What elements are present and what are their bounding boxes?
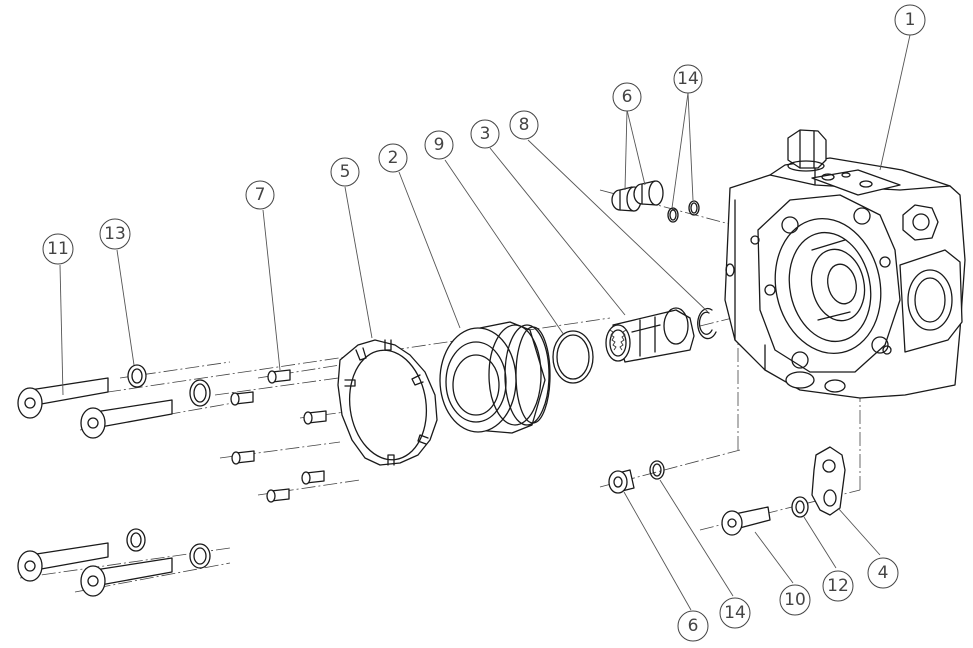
callout-label: 7 [255, 185, 266, 205]
shim-plate [337, 339, 438, 466]
o-ring-top-pair [667, 200, 700, 223]
o-ring-bottom [649, 460, 665, 480]
callout-label: 14 [724, 603, 746, 623]
callout-2: 2 [378, 143, 408, 173]
leader-lines [59, 34, 911, 611]
callout-4: 4 [867, 557, 899, 589]
callout-label: 11 [47, 239, 69, 259]
small-screw [231, 450, 255, 465]
callout-label: 13 [104, 224, 126, 244]
small-screw [301, 470, 325, 485]
callout-label: 9 [434, 135, 445, 155]
small-screw [267, 369, 291, 384]
callout-label: 4 [878, 563, 889, 583]
callout-label: 10 [784, 590, 806, 610]
callout-13: 13 [99, 218, 131, 250]
callout-8: 8 [509, 110, 539, 140]
callout-3: 3 [470, 119, 500, 149]
callout-14-bottom: 14 [719, 597, 751, 629]
callout-6-bottom: 6 [677, 610, 709, 642]
pump-housing [724, 129, 966, 399]
callout-14-top: 14 [673, 64, 703, 94]
callout-label: 6 [688, 616, 699, 636]
cap-screw-short [721, 506, 771, 536]
callout-10: 10 [779, 584, 811, 616]
circlip [697, 307, 717, 340]
callout-label: 5 [340, 162, 351, 182]
callout-1: 1 [894, 4, 926, 36]
cap-screw [80, 399, 173, 439]
callout-label: 6 [622, 87, 633, 107]
callout-12: 12 [822, 570, 854, 602]
cap-screw [80, 557, 173, 597]
callout-label: 12 [827, 576, 849, 596]
washer-small [791, 496, 809, 518]
plug-bottom [608, 469, 635, 494]
seal-ring [552, 330, 594, 384]
callout-label: 2 [388, 148, 399, 168]
callout-7: 7 [245, 180, 275, 210]
cap-screw [17, 377, 109, 419]
callout-11: 11 [42, 233, 74, 265]
callout-6-top: 6 [612, 82, 642, 112]
small-screw [230, 391, 254, 406]
callout-label: 14 [677, 69, 699, 89]
callout-5: 5 [330, 157, 360, 187]
small-screw [303, 410, 327, 425]
callout-label: 8 [519, 115, 530, 135]
piston-cover [439, 321, 551, 434]
plug-top-pair [611, 180, 664, 212]
splined-sleeve [605, 307, 695, 363]
cap-screw [17, 542, 109, 582]
cap-screws-long [17, 377, 173, 597]
washers-left [126, 364, 211, 569]
small-screws [230, 369, 327, 503]
callout-9: 9 [424, 130, 454, 160]
bracket-plate [811, 446, 846, 516]
callout-label: 3 [480, 124, 491, 144]
callout-label: 1 [905, 10, 916, 30]
small-screw [266, 488, 290, 503]
